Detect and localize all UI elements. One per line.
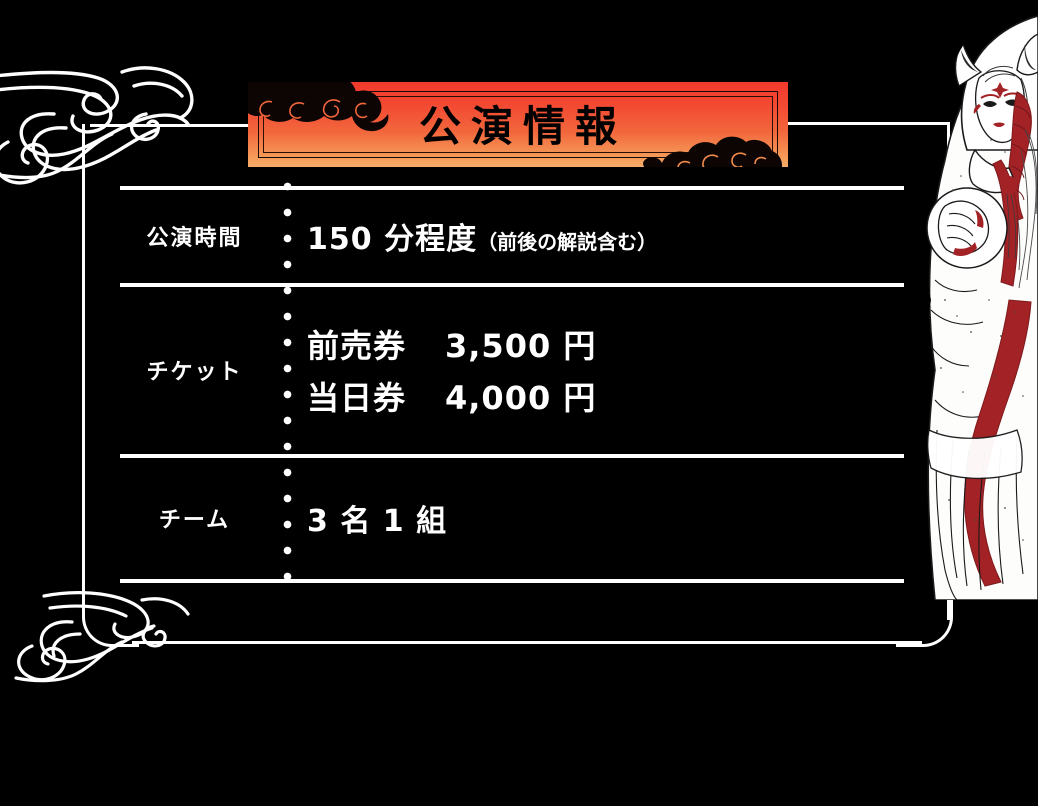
- row-label-duration: 公演時間: [146, 225, 243, 251]
- row-value-ticket: 前売券 3,500 円 当日券 4,000 円: [283, 315, 904, 425]
- frame-line-bottom: [132, 641, 922, 644]
- banner-inner-border-secondary: [263, 96, 773, 153]
- table-divider: [120, 454, 904, 458]
- frame-line-top-right: [786, 122, 950, 125]
- ticket-sameday-kind: 当日券: [307, 378, 407, 417]
- row-label-team: チーム: [158, 507, 231, 533]
- ticket-sameday-line: 当日券 4,000 円: [307, 373, 904, 419]
- duration-value: 150 分程度: [307, 221, 478, 257]
- frame-corner-bottom-right: [896, 586, 953, 647]
- row-label-ticket: チケット: [146, 359, 243, 385]
- ticket-advance-price: 3,500 円: [445, 326, 597, 365]
- team-value: 3 名 1 組: [307, 503, 448, 539]
- title-banner: 公演情報: [248, 82, 788, 167]
- ticket-advance-line: 前売券 3,500 円: [307, 321, 904, 367]
- cloud-ornament-icon: [643, 136, 782, 167]
- row-value-duration: 150 分程度（前後の解説含む）: [283, 214, 904, 258]
- frame-corner-bottom-left: [82, 586, 139, 647]
- banner-inner-border: [258, 91, 778, 158]
- cloud-swirl-icon: [0, 66, 194, 185]
- ticket-sameday-price: 4,000 円: [445, 378, 597, 417]
- duration-note: （前後の解説含む）: [477, 229, 658, 254]
- table-divider: [120, 186, 904, 190]
- cloud-ornament-icon: [248, 82, 389, 132]
- table-row: チケット 前売券 3,500 円 当日券 4,000 円: [120, 285, 904, 454]
- table-divider: [120, 283, 904, 287]
- horned-priestess-character-illustration: [926, 14, 1038, 600]
- ticket-advance-kind: 前売券: [307, 326, 407, 365]
- table-row: 公演時間 150 分程度（前後の解説含む）: [120, 188, 904, 283]
- frame-line-top-left: [90, 124, 260, 127]
- row-value-team: 3 名 1 組: [283, 496, 904, 540]
- table-row: チーム 3 名 1 組: [120, 456, 904, 579]
- dotted-column-separator: [283, 182, 292, 588]
- cloud-swirl-icon: [14, 591, 190, 683]
- performance-info-table: 公演時間 150 分程度（前後の解説含む） チケット 前売券 3,500 円 当日…: [120, 182, 904, 588]
- banner-title-text: 公演情報: [418, 102, 627, 151]
- table-divider: [120, 579, 904, 583]
- frame-line-left: [82, 124, 85, 614]
